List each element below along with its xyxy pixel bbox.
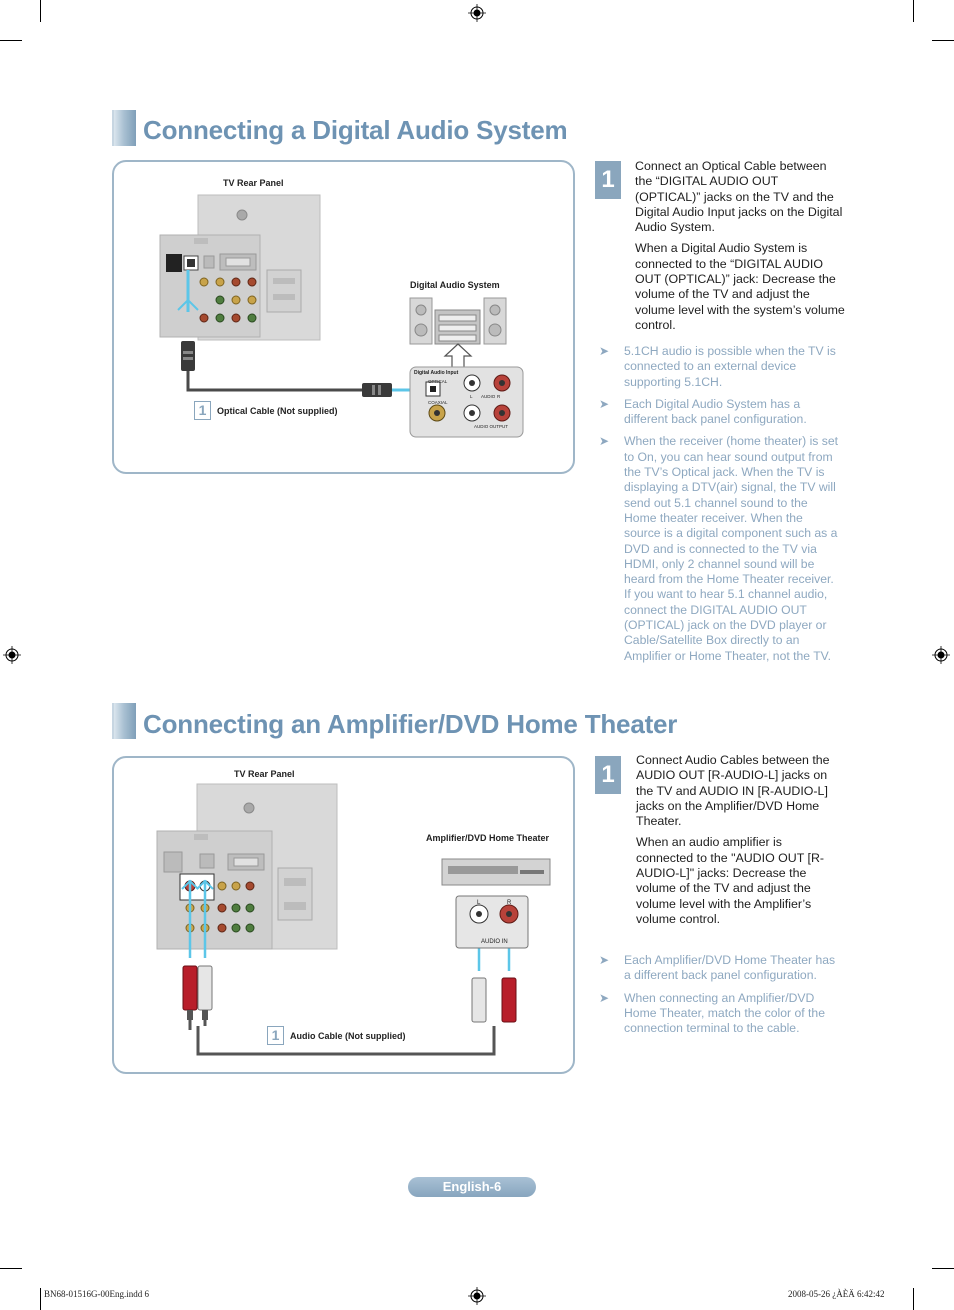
cable-number-badge: 1	[194, 401, 211, 420]
note-arrow-icon: ➤	[599, 344, 610, 358]
registration-mark-icon	[468, 4, 486, 22]
note-item: ➤5.1CH audio is possible when the TV is …	[599, 344, 836, 389]
tv-rear-panel-label: TV Rear Panel	[234, 769, 295, 779]
connection-diagram	[156, 783, 551, 1056]
notes-list: ➤Each Amplifier/DVD Home Theater has a d…	[599, 953, 842, 1043]
note-arrow-icon: ➤	[599, 396, 610, 411]
crop-mark	[0, 1268, 22, 1269]
step-paragraph: Connect Audio Cables between the AUDIO O…	[636, 753, 830, 829]
heading-accent	[114, 110, 136, 146]
page-number-badge: English-6	[408, 1177, 536, 1197]
step-instructions: Connect Audio Cables between the AUDIO O…	[636, 753, 838, 933]
print-slug-right: 2008-05-26 ¿ÀÈÄ 6:42:42	[788, 1289, 885, 1299]
note-item: ➤Each Amplifier/DVD Home Theater has a d…	[599, 953, 836, 983]
tv-rear-panel	[159, 194, 321, 341]
jack-label-digital-input: Digital Audio Input	[414, 370, 459, 376]
step-paragraph: When an audio amplifier is connected to …	[636, 835, 825, 926]
cable-label: Optical Cable (Not supplied)	[217, 406, 338, 416]
note-item: ➤Each Digital Audio System has a differe…	[599, 396, 807, 427]
crop-mark	[913, 0, 914, 22]
note-arrow-icon: ➤	[599, 434, 610, 449]
jack-label-optical: OPTICAL	[428, 379, 448, 384]
print-slug-left: BN68-01516G-00Eng.indd 6	[44, 1289, 149, 1299]
crop-mark	[40, 1288, 41, 1310]
jack-label-output: AUDIO OUTPUT	[474, 424, 509, 429]
section-title: Connecting an Amplifier/DVD Home Theater	[143, 709, 678, 739]
cable-number-badge: 1	[267, 1026, 284, 1045]
crop-mark	[932, 40, 954, 41]
jack-label-coaxial: COAXIAL	[428, 400, 448, 405]
jack-label-l: L	[477, 900, 481, 906]
heading-accent	[114, 703, 136, 739]
crop-mark	[932, 1268, 954, 1269]
digital-audio-jack-panel	[409, 366, 524, 438]
note-arrow-icon: ➤	[599, 990, 610, 1005]
note-arrow-icon: ➤	[599, 953, 610, 967]
jack-label-audio: AUDIO	[481, 394, 496, 399]
crop-mark	[913, 1288, 914, 1310]
step-number: 1	[595, 756, 621, 794]
step-instructions: Connect an Optical Cable between the “DI…	[635, 159, 845, 339]
crop-mark	[40, 0, 41, 22]
device-label: Amplifier/DVD Home Theater	[426, 833, 550, 843]
cable-label: Audio Cable (Not supplied)	[290, 1031, 406, 1041]
tv-rear-panel	[156, 783, 338, 950]
tv-rear-panel-label: TV Rear Panel	[223, 178, 284, 188]
jack-label-r: R	[507, 900, 512, 906]
jack-label-l: L	[470, 394, 473, 399]
registration-mark-icon	[3, 646, 21, 664]
step-number: 1	[595, 161, 621, 199]
section-title: Connecting a Digital Audio System	[143, 115, 568, 145]
device-label: Digital Audio System	[410, 280, 500, 290]
registration-mark-icon	[468, 1287, 486, 1305]
dvd-home-theater-icon	[441, 858, 551, 949]
step-paragraph: Connect an Optical Cable between the “DI…	[635, 159, 843, 235]
jack-label-audio-in: AUDIO IN	[481, 939, 508, 945]
connection-diagram	[159, 194, 524, 438]
crop-mark	[0, 40, 22, 41]
optical-cable	[177, 270, 430, 401]
jack-label-r: R	[497, 394, 501, 399]
registration-mark-icon	[932, 646, 950, 664]
digital-audio-system-icon	[409, 297, 507, 369]
note-item: ➤When connecting an Amplifier/DVD Home T…	[599, 990, 825, 1036]
notes-list: ➤5.1CH audio is possible when the TV is …	[599, 344, 842, 671]
step-paragraph: When a Digital Audio System is connected…	[635, 241, 845, 332]
note-item: ➤When the receiver (home theater) is set…	[599, 434, 839, 663]
